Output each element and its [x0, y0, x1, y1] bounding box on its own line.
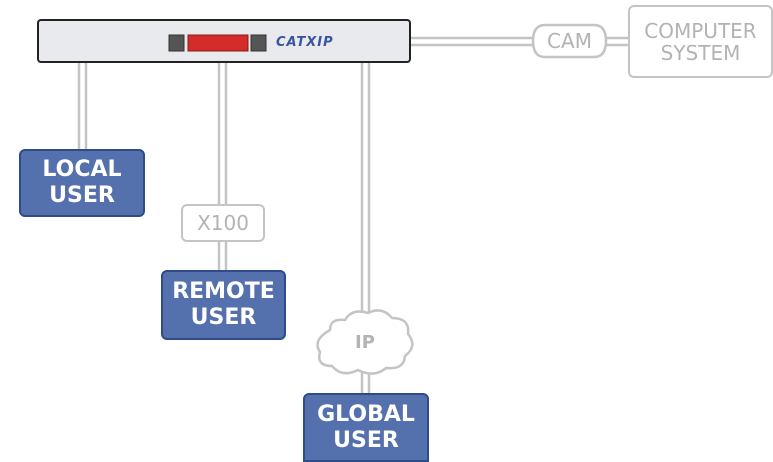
device-brand-logo: CATXIP: [276, 35, 334, 50]
ip-cloud-shape: [316, 309, 414, 375]
computer-label-line2: SYSTEM: [660, 40, 741, 65]
x100-box: X100: [181, 204, 265, 242]
global-user-box: GLOBAL USER: [303, 393, 429, 462]
local-user-line2: USER: [49, 183, 115, 208]
device-led-left: [168, 34, 185, 52]
computer-system-box: COMPUTER SYSTEM: [628, 5, 773, 78]
device-led-right: [250, 34, 267, 52]
global-user-line1: GLOBAL: [317, 401, 415, 427]
remote-user-line2: USER: [190, 305, 257, 330]
ip-cloud-label: IP: [355, 332, 375, 353]
local-user-box: LOCAL USER: [19, 149, 145, 217]
global-user-line2: USER: [333, 427, 399, 453]
cam-label: CAM: [547, 29, 592, 53]
x100-label: X100: [197, 211, 249, 235]
local-user-line1: LOCAL: [42, 157, 122, 182]
device-display: [187, 34, 249, 52]
remote-user-line1: REMOTE: [172, 279, 275, 304]
remote-user-box: REMOTE USER: [161, 270, 286, 340]
cam-shape: [531, 23, 608, 59]
computer-label-line1: COMPUTER: [644, 18, 757, 43]
cam-label-box: CAM: [533, 25, 606, 57]
